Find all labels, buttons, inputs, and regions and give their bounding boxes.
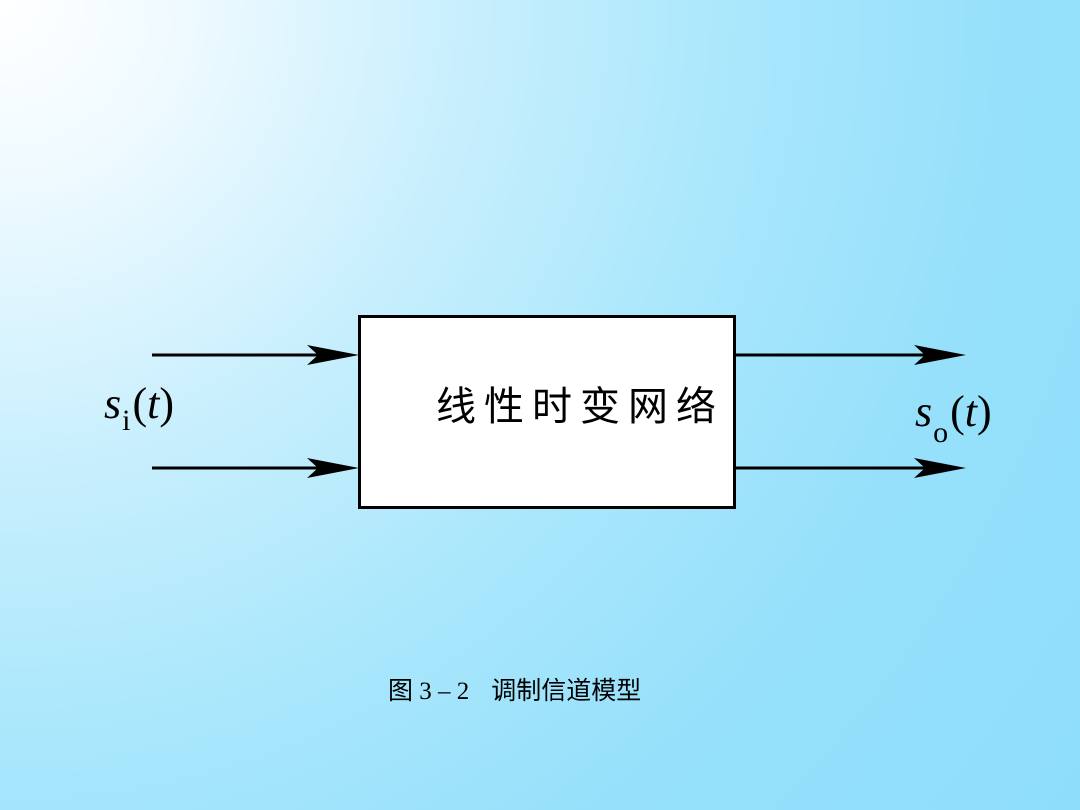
output-signal-label: so(t) — [915, 386, 992, 449]
input-signal-label: si(t) — [104, 378, 175, 437]
input-arrowhead-bottom — [307, 458, 359, 478]
output-signal-argument: t — [964, 387, 978, 436]
figure-caption: 图 3 – 2 调制信道模型 — [388, 676, 641, 708]
input-signal-symbol: s — [104, 379, 122, 428]
input-signal-argument: t — [147, 379, 160, 428]
figure-number: 图 3 – 2 — [388, 678, 470, 705]
output-signal-symbol: s — [915, 387, 933, 436]
output-arrowhead-top — [914, 345, 966, 365]
output-signal-close-paren: ) — [977, 387, 992, 436]
input-signal-close-paren: ) — [159, 379, 175, 428]
output-signal-open-paren: ( — [950, 387, 965, 436]
figure-title: 调制信道模型 — [491, 678, 642, 705]
input-signal-subscript: i — [122, 404, 131, 437]
network-box-label: 线性时变网络 — [436, 384, 724, 429]
network-box — [358, 315, 736, 509]
output-arrowhead-bottom — [914, 458, 966, 478]
input-signal-open-paren: ( — [132, 379, 148, 428]
output-signal-subscript: o — [933, 416, 949, 449]
input-arrowhead-top — [307, 345, 359, 365]
